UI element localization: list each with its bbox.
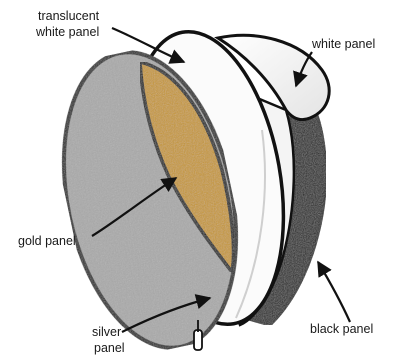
- label-silver-line2: panel: [94, 341, 125, 355]
- label-translucent-line2: white panel: [35, 25, 99, 39]
- label-translucent-line1: translucent: [38, 9, 100, 23]
- label-gold-panel: gold panel: [18, 234, 76, 248]
- arrow-black: [318, 262, 350, 322]
- label-silver-line1: silver: [92, 325, 121, 339]
- label-black-panel: black panel: [310, 322, 373, 336]
- label-white-panel: white panel: [311, 37, 375, 51]
